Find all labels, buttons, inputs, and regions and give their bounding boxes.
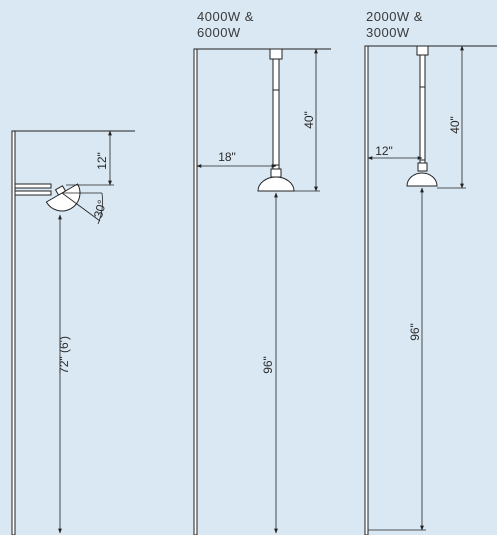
wall-offset-label: 12" [375, 144, 393, 158]
heater-dome [406, 172, 438, 187]
bracket-arm-lower [14, 190, 52, 196]
extension-rod [419, 54, 426, 164]
arm-drop-label: 12" [95, 152, 109, 170]
wall [193, 48, 198, 535]
heater-dome [257, 176, 295, 192]
bracket-arm-upper [14, 183, 52, 189]
angle-arc [97, 192, 103, 225]
wall-offset-label: 18" [218, 150, 236, 164]
heater-neck [270, 168, 282, 178]
tilt-angle-label: 30° [91, 198, 109, 219]
ceiling-mount-block [416, 45, 429, 56]
right-height-label: 96" [408, 323, 422, 341]
ceiling-mount-diagram-large [193, 48, 331, 535]
ceiling-mount-diagram-small [364, 45, 497, 535]
wall-mount-diagram [11, 130, 135, 535]
title-4000w-6000w: 4000W & 6000W [197, 9, 254, 40]
middle-height-label: 96" [261, 356, 275, 374]
extension-rod [272, 58, 280, 170]
rod-length-label: 40" [448, 116, 462, 134]
tilted-heater [45, 183, 81, 212]
ceiling-mount-block [269, 48, 283, 60]
angle-tilt-line [61, 192, 101, 222]
title-2000w-3000w: 2000W & 3000W [366, 9, 423, 40]
wall [364, 45, 369, 535]
left-height-label: 72" (6') [57, 336, 71, 374]
heater-neck [417, 162, 428, 172]
rod-length-label: 40" [302, 111, 316, 129]
